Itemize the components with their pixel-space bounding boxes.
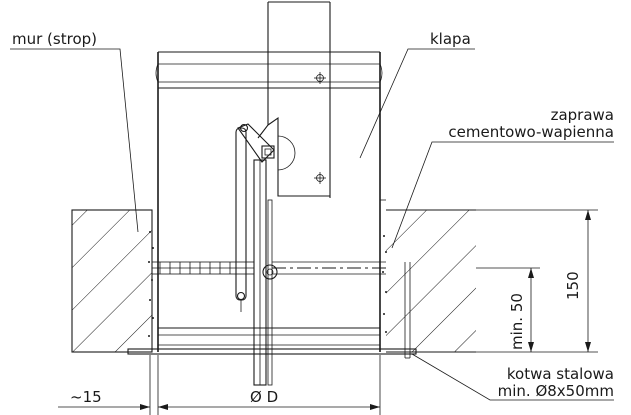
dimension-wall-thickness-label: 150 [564,271,582,300]
label-anchor-line2: min. Ø8x50mm [498,382,614,400]
wall-left-section [71,209,153,353]
label-mortar-line1: zaprawa [551,106,614,124]
label-wall: mur (strop) [12,30,97,48]
actuator-housing [257,1,331,198]
shaft-axis [151,261,386,280]
wall-right-section [386,209,476,353]
mortar-fill [148,231,387,337]
dimension-diameter [157,355,381,415]
label-mortar-line2: cementowo-wapienna [448,123,614,141]
damper-body [155,51,386,352]
label-anchor-line1: kotwa stalowa [507,365,614,383]
dimension-diameter-label: Ø D [250,388,278,406]
label-damper: klapa [430,30,471,48]
steel-anchor [404,262,411,359]
dimension-gap [58,355,151,415]
dimension-gap-label: ~15 [70,388,102,406]
fixing-point-top [314,72,326,84]
lever-linkage [235,123,275,312]
leader-lines [10,48,614,401]
fixing-point-bottom [314,172,326,184]
dimension-min-depth [476,267,598,353]
dimension-min-depth-label: min. 50 [508,293,526,350]
dimension-wall-thickness [476,209,598,352]
